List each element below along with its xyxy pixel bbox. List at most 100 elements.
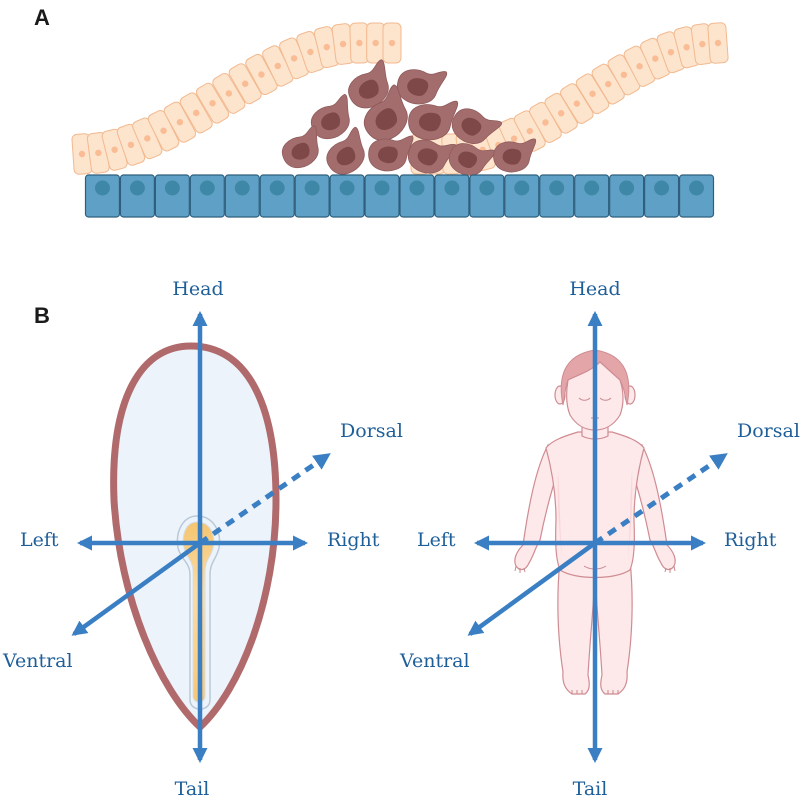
epithelial-cell <box>707 22 729 64</box>
epithelial-cell-nucleus <box>652 55 659 62</box>
embryo-left-label: Left <box>20 529 59 551</box>
epithelial-cell <box>212 72 246 114</box>
basal-cell <box>539 174 575 218</box>
migrating-cell <box>282 125 319 169</box>
child-left-toes <box>571 690 583 694</box>
child-dorsal-label: Dorsal <box>737 420 800 442</box>
basal-cell <box>84 174 121 218</box>
migrating-cell-nucleus <box>375 108 398 130</box>
embryo-right-label: Right <box>327 529 380 551</box>
basal-cell-nucleus <box>514 180 530 196</box>
migrating-cell-nucleus <box>358 79 379 99</box>
epithelial-cell-nucleus <box>372 39 379 47</box>
epithelial-cell <box>560 83 594 124</box>
epithelial-cell <box>163 101 197 143</box>
epithelial-cell-nucleus <box>699 40 706 48</box>
embryo-ventral-label: Ventral <box>2 650 73 672</box>
migrating-cells-cluster <box>282 59 537 176</box>
epithelial-cell <box>382 22 402 64</box>
basal-cell-nucleus <box>94 180 110 196</box>
epithelial-cell <box>349 22 370 64</box>
basal-cell-nucleus <box>199 180 215 196</box>
epithelial-cell-nucleus <box>526 127 533 135</box>
child-left-hand-fingers <box>514 565 526 573</box>
migrating-cell-nucleus <box>461 117 482 136</box>
child-head-label: Head <box>569 278 620 300</box>
epithelial-cell-nucleus <box>589 90 596 97</box>
migrating-cell <box>311 94 350 140</box>
migrating-cell-nucleus <box>291 142 310 160</box>
migrating-cell <box>451 108 502 144</box>
basal-cell <box>259 174 295 218</box>
child-dorsal-axis-arrow <box>593 452 728 546</box>
migrating-cell <box>368 135 414 172</box>
basal-cell <box>399 174 435 218</box>
embryo-dorsal-label: Dorsal <box>340 420 403 442</box>
embryo-tail-label: Tail <box>175 778 210 800</box>
migrating-cell <box>348 59 389 109</box>
migrating-cell <box>448 143 496 176</box>
basal-cell-layer <box>84 174 715 218</box>
basal-cell <box>609 174 645 218</box>
migrating-cell-nucleus <box>502 148 522 165</box>
epithelial-cell-nucleus <box>620 71 628 79</box>
epithelial-cell-nucleus <box>209 100 216 107</box>
child-tail-label: Tail <box>573 778 608 800</box>
epithelial-cell-nucleus <box>258 71 265 78</box>
embryo-axes <box>71 310 331 764</box>
epithelial-cell-nucleus <box>323 43 330 51</box>
epithelial-cell-nucleus <box>144 135 151 142</box>
child-left-label: Left <box>417 529 456 551</box>
basal-cell <box>224 174 260 218</box>
basal-cell-nucleus <box>444 180 460 196</box>
epithelial-cell-nucleus <box>339 40 347 48</box>
epithelial-cell <box>690 23 714 66</box>
migrating-cell <box>408 100 459 141</box>
basal-cell-nucleus <box>619 180 635 196</box>
basal-cell-nucleus <box>479 180 495 196</box>
migrating-cell <box>363 84 408 141</box>
epithelial-cell <box>639 37 671 80</box>
epithelial-cell-nucleus <box>605 80 612 88</box>
epithelial-cell-nucleus <box>557 110 565 117</box>
epithelial-cell-nucleus <box>636 63 643 70</box>
epithelial-cell <box>228 63 262 105</box>
migrating-cell <box>326 126 365 175</box>
migrating-cell-nucleus <box>377 146 398 164</box>
epithelial-cell-nucleus <box>573 100 581 107</box>
epithelial-cell <box>179 92 213 134</box>
embryo-ventral-axis-arrow <box>71 541 202 636</box>
migrating-cell-nucleus <box>417 148 438 166</box>
migrating-cell <box>396 69 448 105</box>
epithelial-cell-nucleus <box>78 150 86 158</box>
basal-cell <box>189 174 225 218</box>
child-right-leg <box>594 559 633 695</box>
panel-label-b: B <box>34 303 50 328</box>
child-right-hand-fingers <box>664 565 676 573</box>
basal-cell-nucleus <box>584 180 600 196</box>
epithelial-cell-nucleus <box>290 55 298 62</box>
epithelial-cell-nucleus <box>510 135 518 142</box>
basal-cell-nucleus <box>689 180 705 196</box>
child-right-toes <box>607 690 619 694</box>
basal-cell-nucleus <box>339 180 355 196</box>
basal-cell-nucleus <box>374 180 390 196</box>
epithelial-cell-nucleus <box>683 44 690 51</box>
basal-cell <box>434 174 470 218</box>
basal-cell <box>504 174 540 218</box>
epithelial-cell-nucleus <box>193 109 200 117</box>
epithelial-cell-nucleus <box>667 48 675 56</box>
basal-cell-nucleus <box>549 180 565 196</box>
basal-cell-nucleus <box>129 180 145 196</box>
migrating-cell-nucleus <box>321 112 341 131</box>
basal-cell-nucleus <box>234 180 250 196</box>
epithelial-cell <box>366 22 386 64</box>
child-ventral-label: Ventral <box>399 650 470 672</box>
basal-cell-nucleus <box>409 180 425 196</box>
epithelial-cell-nucleus <box>274 62 281 70</box>
migrating-cell-nucleus <box>336 146 356 166</box>
epithelial-cell <box>195 82 230 124</box>
panel-a-epithelium-diagram <box>71 22 729 218</box>
epithelial-cell-nucleus <box>542 119 549 126</box>
